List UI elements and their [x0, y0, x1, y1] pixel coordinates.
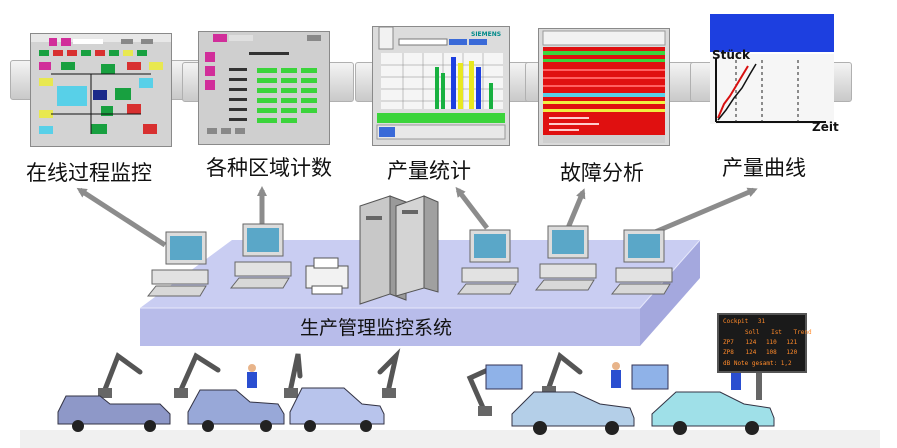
server-towers [359, 195, 439, 305]
workstation-3 [456, 229, 519, 295]
arrow-to-fault-analysis [565, 188, 586, 229]
siemens-brand-label: SIEMENS [471, 31, 501, 38]
workstation-2 [229, 223, 292, 289]
board-row-value: 121 [786, 339, 798, 346]
platform-side [640, 240, 700, 346]
curve-y-axis-label: Stück [712, 48, 751, 62]
board-row-value: 120 [786, 349, 798, 356]
board-row-label: ZP7 [723, 339, 734, 346]
caption-online-process-monitoring: 在线过程监控 [26, 161, 152, 185]
board-title-value: 31 [757, 318, 766, 325]
board-row-zp8: ZP8 124 108 120 [723, 349, 797, 356]
fault-analysis-screenshot [538, 28, 670, 146]
workstation-5 [610, 229, 673, 295]
arrow-to-production-curve [654, 187, 758, 235]
production-statistics-screenshot: SIEMENS [372, 26, 510, 146]
caption-production-statistics: 产量统计 [387, 159, 471, 183]
board-header-trend: Trend [793, 329, 812, 336]
board-footer: dB Note gesamt: 1,2 [723, 360, 792, 367]
board-row-value: 108 [765, 349, 777, 356]
board-header-soll: Soll [745, 329, 760, 336]
process-monitoring-screenshot [30, 33, 172, 147]
workstation-4 [534, 225, 597, 291]
arrow-to-process-monitoring [76, 187, 167, 248]
caption-area-counting: 各种区域计数 [206, 156, 332, 180]
caption-fault-analysis: 故障分析 [560, 161, 644, 185]
arrow-to-production-statistics [455, 186, 489, 230]
board-header-ist: Ist [771, 329, 782, 336]
board-row-zp7: ZP7 124 110 121 [723, 339, 797, 346]
printer [305, 257, 349, 295]
board-row-label: ZP8 [723, 349, 734, 356]
board-title: Cockpit 31 [723, 318, 765, 325]
production-line [20, 348, 880, 448]
cockpit-display-board: Cockpit 31 Soll Ist Trend ZP7 124 110 12… [717, 313, 812, 373]
board-row-value: 110 [765, 339, 777, 346]
caption-production-curve: 产量曲线 [722, 156, 806, 180]
board-header-row: Soll Ist Trend [745, 329, 812, 336]
area-counting-screenshot [198, 31, 330, 145]
workstation-1 [146, 231, 209, 297]
production-curve-screenshot [710, 14, 834, 124]
board-row-value: 124 [745, 349, 757, 356]
platform-label: 生产管理监控系统 [300, 317, 453, 339]
curve-x-axis-label: Zeit [812, 120, 839, 134]
board-row-value: 124 [745, 339, 757, 346]
board-title-text: Cockpit [723, 318, 749, 325]
platform-front [140, 308, 640, 346]
